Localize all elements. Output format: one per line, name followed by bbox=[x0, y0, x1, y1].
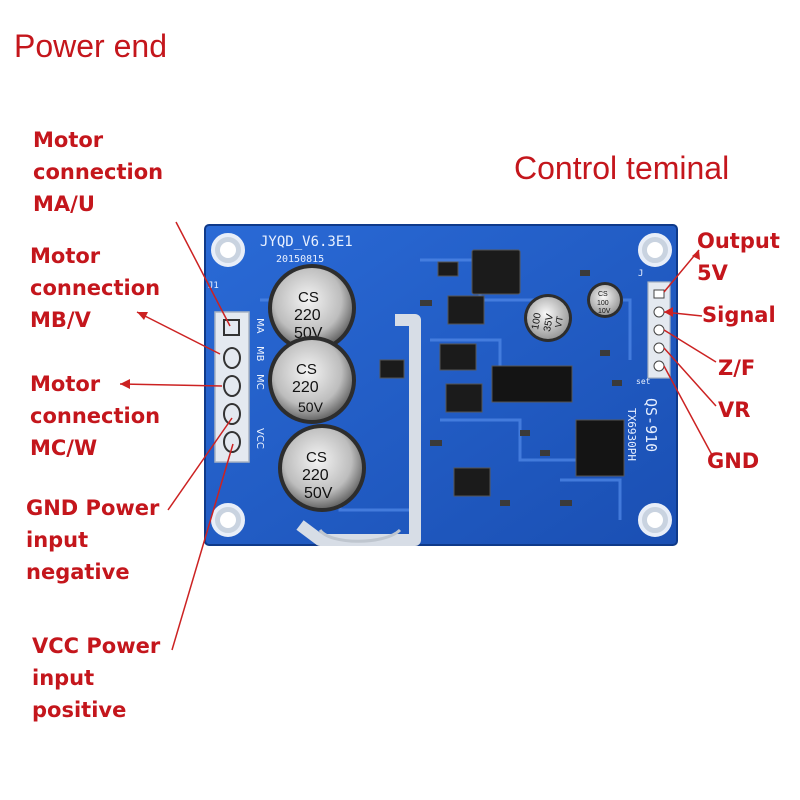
label-motor-mb-v: Motor connection MB/V bbox=[30, 244, 161, 332]
capacitor-1: CS 220 50V bbox=[268, 264, 356, 352]
power-terminal-header bbox=[214, 311, 250, 463]
label-signal: Signal bbox=[702, 303, 776, 327]
label-vr: VR bbox=[718, 398, 751, 422]
pin-label-mb: MB bbox=[254, 346, 265, 362]
svg-text:220: 220 bbox=[294, 307, 321, 324]
board-date-text: 20150815 bbox=[276, 254, 324, 265]
label-motor-mc-w: Motor connection MC/W bbox=[30, 372, 161, 460]
board-model-text: JYQD_V6.3E1 bbox=[260, 234, 353, 250]
driver-ic bbox=[491, 365, 625, 477]
svg-text:CS: CS bbox=[298, 289, 319, 306]
j1-ref-text: J1 bbox=[208, 281, 219, 291]
svg-text:220: 220 bbox=[302, 467, 329, 484]
svg-text:220: 220 bbox=[292, 379, 319, 396]
svg-text:CS: CS bbox=[306, 449, 327, 466]
capacitor-3: CS 220 50V bbox=[278, 424, 366, 512]
small-components bbox=[420, 270, 622, 506]
control-header-label: set bbox=[636, 377, 651, 386]
leader-lines bbox=[119, 221, 717, 651]
svg-text:35V: 35V bbox=[542, 313, 556, 333]
svg-text:100: 100 bbox=[530, 312, 544, 331]
control-terminal-heading: Control teminal bbox=[514, 150, 730, 186]
mounting-holes bbox=[211, 233, 672, 537]
svg-text:50V: 50V bbox=[304, 485, 333, 502]
mosfets bbox=[379, 249, 521, 497]
svg-text:50V: 50V bbox=[298, 399, 324, 415]
svg-text:100: 100 bbox=[597, 300, 609, 307]
chip-code-text: TX6930PH bbox=[625, 408, 638, 461]
svg-text:10V: 10V bbox=[598, 308, 611, 315]
capacitor-small: CS 100 10V bbox=[587, 282, 623, 318]
power-end-heading: Power end bbox=[14, 28, 167, 64]
label-motor-ma-u: Motor connection MA/U bbox=[33, 128, 164, 216]
svg-text:VT: VT bbox=[553, 315, 565, 329]
label-vcc-power: VCC Power input positive bbox=[32, 634, 161, 722]
pin-label-mc: MC bbox=[254, 374, 265, 390]
power-trace bbox=[296, 314, 421, 546]
label-output-5v: Output 5V bbox=[697, 229, 780, 285]
label-gnd-power: GND Power input negative bbox=[26, 496, 160, 584]
svg-text:CS: CS bbox=[296, 361, 317, 378]
label-gnd: GND bbox=[707, 449, 760, 473]
svg-text:CS: CS bbox=[598, 291, 608, 298]
pin-label-vcc: VCC bbox=[254, 428, 265, 449]
capacitor-2: CS 220 50V bbox=[268, 336, 356, 424]
product-code-text: QS-910 bbox=[642, 398, 660, 452]
pin-label-ma: MA bbox=[254, 318, 265, 334]
control-header bbox=[647, 281, 671, 379]
capacitor-mid: 100 35V VT bbox=[524, 294, 572, 342]
power-pin-labels: MA MB MC VCC bbox=[254, 318, 265, 449]
control-header-ref: J bbox=[638, 269, 643, 279]
label-z-f: Z/F bbox=[718, 356, 756, 380]
leader-arrowheads bbox=[120, 250, 700, 389]
